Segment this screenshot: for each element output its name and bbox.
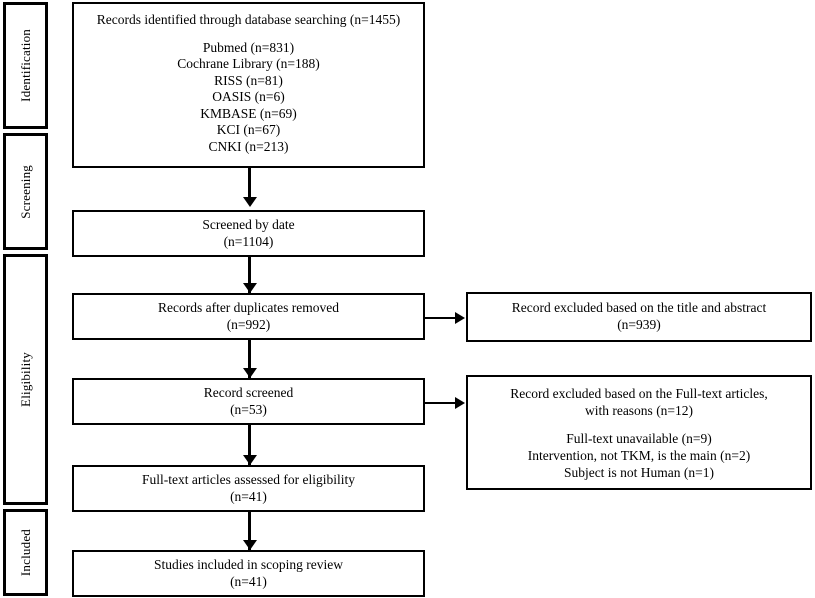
database-source-list: Pubmed (n=831) Cochrane Library (n=188) … xyxy=(177,40,320,155)
database-source-riss: RISS (n=81) xyxy=(214,72,283,88)
connector-line-2-3 xyxy=(248,257,251,293)
exclusion-reason-intervention-not-tkm: Intervention, not TKM, is the main (n=2) xyxy=(527,447,751,463)
connector-line-3-4 xyxy=(248,340,251,378)
exclusion-reason-full-text-unavailable: Full-text unavailable (n=9) xyxy=(566,430,712,446)
database-source-pubmed: Pubmed (n=831) xyxy=(202,39,295,55)
records-after-duplicates-line1: Records after duplicates removed xyxy=(157,299,340,315)
stage-label-screening: Screening xyxy=(18,164,33,219)
box-records-after-duplicates: Records after duplicates removed (n=992) xyxy=(72,293,425,340)
excluded-title-abstract-line1: Record excluded based on the title and a… xyxy=(511,300,767,316)
arrow-down-4-5 xyxy=(243,455,257,465)
stage-box-identification: Identification xyxy=(3,2,48,129)
arrow-down-2-3 xyxy=(243,283,257,293)
excluded-title-abstract-count: (n=939) xyxy=(617,317,661,332)
box-excluded-title-abstract: Record excluded based on the title and a… xyxy=(466,292,812,342)
database-source-cnki: CNKI (n=213) xyxy=(208,138,289,154)
database-source-oasis: OASIS (n=6) xyxy=(212,89,285,105)
stage-box-screening: Screening xyxy=(3,133,48,250)
connector-line-5-6 xyxy=(248,512,251,550)
studies-included-line1: Studies included in scoping review xyxy=(154,556,343,572)
arrow-down-5-6 xyxy=(243,540,257,550)
full-text-assessed-line1: Full-text articles assessed for eligibil… xyxy=(142,471,355,487)
arrow-down-3-4 xyxy=(243,368,257,378)
database-source-kmbase: KMBASE (n=69) xyxy=(200,105,297,121)
database-source-cochrane: Cochrane Library (n=188) xyxy=(177,56,320,72)
box-full-text-assessed: Full-text articles assessed for eligibil… xyxy=(72,465,425,512)
box-excluded-full-text: Record excluded based on the Full-text a… xyxy=(466,375,812,490)
connector-line-3-excluded1 xyxy=(425,317,457,319)
stage-box-included: Included xyxy=(3,509,48,596)
full-text-assessed-count: (n=41) xyxy=(230,488,267,504)
arrow-right-4-excluded2 xyxy=(455,397,465,409)
box-screened-by-date: Screened by date (n=1104) xyxy=(72,210,425,257)
record-screened-count: (n=53) xyxy=(230,401,267,417)
stage-label-included: Included xyxy=(18,528,33,577)
excluded-full-text-line1: Record excluded based on the Full-text a… xyxy=(510,386,768,401)
connector-line-1-2 xyxy=(248,168,251,202)
exclusion-reason-subject-not-human: Subject is not Human (n=1) xyxy=(563,464,715,480)
studies-included-count: (n=41) xyxy=(230,573,267,589)
connector-line-4-5 xyxy=(248,425,251,465)
database-source-kci: KCI (n=67) xyxy=(216,122,281,138)
box-studies-included: Studies included in scoping review (n=41… xyxy=(72,550,425,597)
stage-label-eligibility: Eligibility xyxy=(18,352,33,407)
screened-by-date-line1: Screened by date xyxy=(202,216,295,232)
stage-box-eligibility: Eligibility xyxy=(3,254,48,505)
box-records-identified: Records identified through database sear… xyxy=(72,2,425,168)
record-screened-line1: Record screened xyxy=(203,384,294,400)
records-identified-title: Records identified through database sear… xyxy=(96,12,401,27)
arrow-right-3-excluded1 xyxy=(455,312,465,324)
connector-line-4-excluded2 xyxy=(425,402,457,404)
box-record-screened: Record screened (n=53) xyxy=(72,378,425,425)
stage-label-identification: Identification xyxy=(18,29,33,102)
records-after-duplicates-count: (n=992) xyxy=(226,316,271,332)
screened-by-date-count: (n=1104) xyxy=(223,233,274,249)
arrow-down-1-2 xyxy=(243,197,257,207)
excluded-full-text-line2: with reasons (n=12) xyxy=(584,402,694,418)
